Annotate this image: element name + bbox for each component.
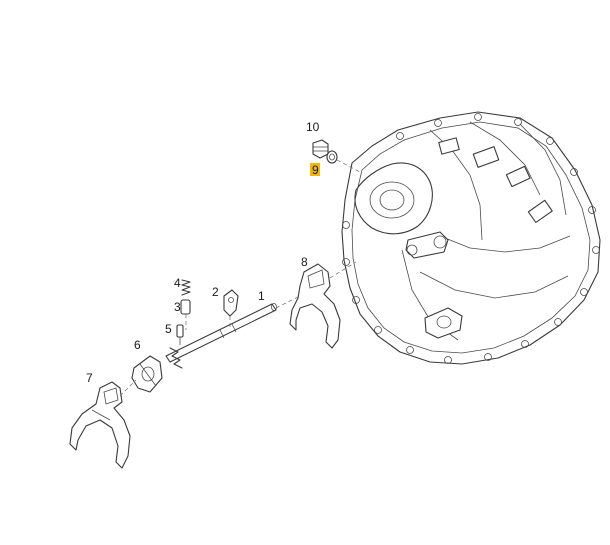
callout-9: 9 [312,163,319,177]
callouts: 1 2 3 4 5 6 7 8 9 10 [86,120,320,385]
callout-9-highlight [310,163,320,176]
callout-3: 3 [174,300,181,314]
part-3-sleeve [180,299,191,315]
callout-10: 10 [306,120,320,134]
callout-1: 1 [258,289,265,303]
part-9-seal-ring [326,150,338,164]
callout-8: 8 [301,255,308,269]
callout-5: 5 [165,322,172,336]
part-8-shift-fork [289,263,341,349]
part-10-plug [312,139,329,159]
part-6-guide-plate [131,355,163,393]
part-5-pin [176,324,184,345]
part-7-shift-fork [69,381,131,469]
part-1-selector-shaft [165,303,277,363]
part-4-spring [181,279,191,296]
callout-4: 4 [174,276,181,290]
callout-7: 7 [86,371,93,385]
part-2-bracket [223,289,239,317]
callout-6: 6 [134,338,141,352]
callout-2: 2 [212,285,219,299]
gearbox-housing [341,111,601,365]
